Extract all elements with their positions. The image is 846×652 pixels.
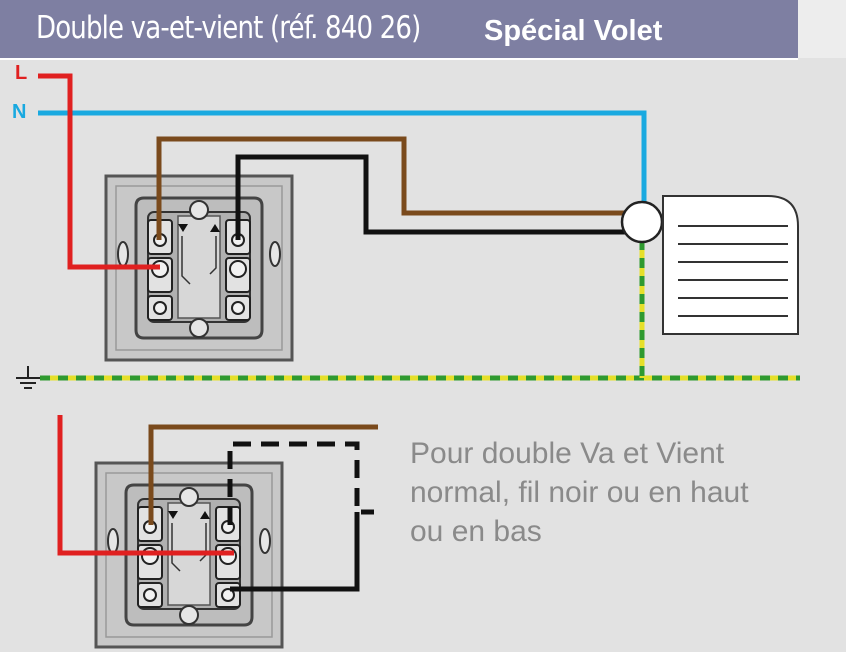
diagram-title: Double va-et-vient (réf. 840 26): [36, 10, 421, 46]
note-line-2: normal, fil noir ou en haut: [410, 476, 749, 509]
black-wire-bottom: [230, 512, 360, 592]
neutral-wire: [38, 110, 647, 210]
note-line-3: ou en bas: [410, 515, 542, 548]
diagram-subtitle: Spécial Volet: [484, 15, 663, 47]
live-wire-top: [38, 73, 160, 270]
note-text: Pour double Va et Vient normal, fil noir…: [410, 434, 830, 551]
black-wire-top: [235, 154, 626, 240]
brown-wire-bottom: [148, 424, 378, 525]
black-dashed-wire-bottom: [227, 441, 374, 525]
corner-panel: [798, 0, 846, 58]
earth-ground-icon: [16, 366, 40, 389]
live-label: L: [15, 62, 28, 84]
note-line-1: Pour double Va et Vient: [410, 437, 725, 470]
brown-wire-top: [156, 136, 626, 240]
title-bar: Double va-et-vient (réf. 840 26) Spécial…: [0, 0, 798, 60]
live-wire-bottom: [57, 415, 234, 556]
earth-wire: [40, 240, 800, 381]
neutral-label: N: [12, 101, 27, 123]
shutter-motor-icon: [620, 195, 799, 335]
